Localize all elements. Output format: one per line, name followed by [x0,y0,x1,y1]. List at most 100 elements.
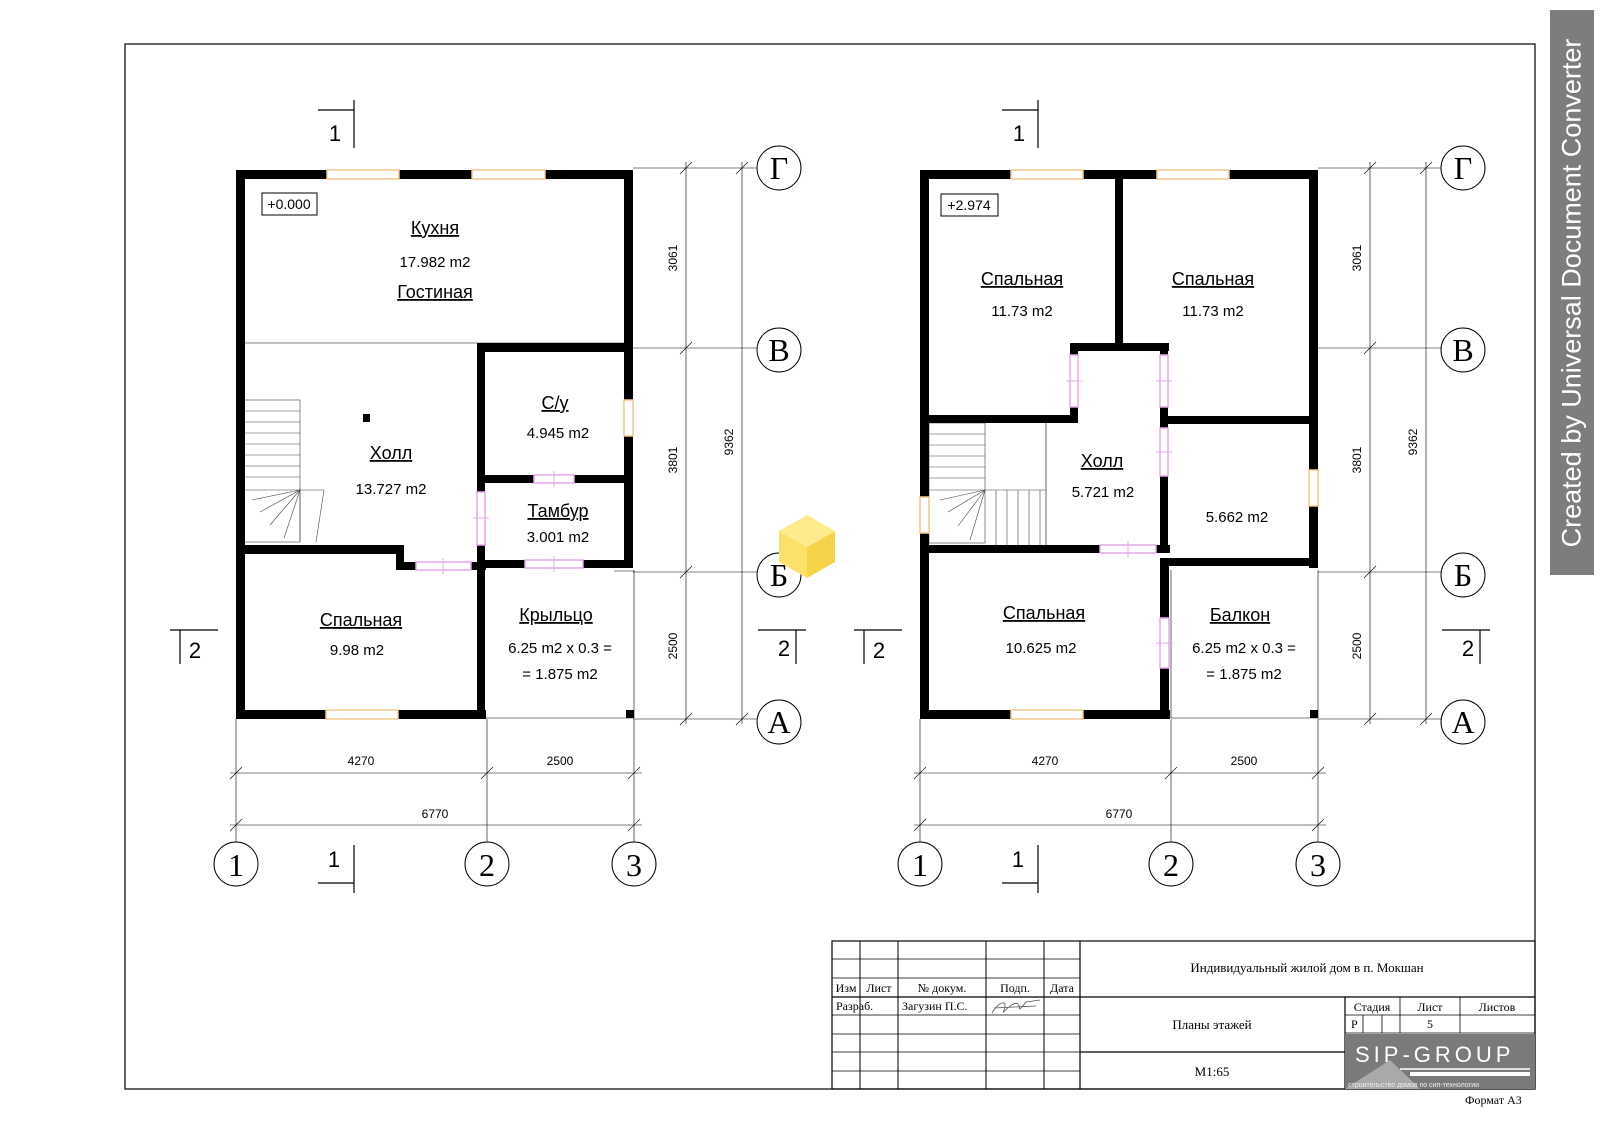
dim-4270: 4270 [348,754,375,768]
signature-icon [991,999,1041,1014]
room-area-unnamed: 5.662 m2 [1206,509,1269,526]
dim-2500-horizontal: 2500 [547,754,574,768]
dim-3061: 3061 [666,244,680,271]
sip-group-logo: SIP-GROUP строительство домов по сип-тех… [1345,1034,1535,1089]
stage-value: Р [1351,1017,1358,1031]
floor1-section-marks [170,100,806,893]
axis2-v: В [1452,332,1473,368]
room-name-hall: Холл [370,443,412,463]
room-area-balcony: 6.25 m2 x 0.3 = [1192,640,1296,657]
floor2-section-labels: 1 1 2 2 [873,121,1474,872]
room-name-vestibule: Тамбур [527,501,588,521]
room-area-hall-2: 5.721 m2 [1072,484,1135,501]
room-area-hall: 13.727 m2 [356,481,427,498]
room-name-porch: Крыльцо [519,605,592,625]
author-name: Загузин П.С. [902,999,968,1013]
axis2-3: 3 [1310,847,1326,883]
axis-b: Б [770,557,788,593]
floor1-windows [325,169,634,720]
dim2-9362: 9362 [1406,428,1420,455]
floor2-stairs [928,422,1046,545]
watermark: Created by Universal Document Converter [1550,10,1594,575]
room-name-balcony: Балкон [1210,605,1270,625]
dim-2500-vertical: 2500 [666,632,680,659]
axis2-2: 2 [1163,847,1179,883]
floor2-dimensions [913,161,1441,842]
axis-1: 1 [228,847,244,883]
floor2-thin-lines [1045,420,1319,719]
dim-3801: 3801 [666,446,680,473]
watermark-text: Created by Universal Document Converter [1556,38,1587,547]
floor2-room-labels: Спальная 11.73 m2 Спальная 11.73 m2 Холл… [981,269,1296,683]
axis2-g: Г [1454,150,1473,186]
floor1-stairs [243,399,325,543]
axis2-a: А [1451,704,1474,740]
section-1-bottom: 1 [328,847,340,872]
room-name-bedroom-1: Спальная [981,269,1063,289]
axis-v: В [768,332,789,368]
room-name-bedroom: Спальная [320,610,402,630]
logo-text: SIP-GROUP [1355,1042,1514,1067]
title-block [831,940,1536,1090]
room-area-bedroom-3: 10.625 m2 [1006,640,1077,657]
room-area-bedroom-1: 11.73 m2 [991,303,1052,320]
floor-plan-1: +0.000 Кухня 17.982 m2 Гостиная Холл 13.… [170,100,806,893]
header-sign: Подп. [1000,981,1030,995]
axis-2: 2 [479,847,495,883]
header-doc: № докум. [918,981,967,995]
section2-1-bottom: 1 [1012,847,1024,872]
axis2-1: 1 [912,847,928,883]
dim-9362: 9362 [722,428,736,455]
section-1-top: 1 [329,121,341,146]
dim2-3801: 3801 [1350,446,1364,473]
room-area-porch-2: = 1.875 m2 [522,666,597,683]
sheet-frame [124,43,1536,1090]
axis2-b: Б [1454,557,1472,593]
sheets-label: Листов [1479,1000,1516,1014]
floor2-axis-bubbles [897,145,1486,887]
sheet-number: 5 [1427,1017,1433,1031]
title-block-text: Изм Лист № докум. Подп. Дата Разраб. Заг… [836,960,1516,1079]
floor1-dimensions [229,161,757,842]
axis-3: 3 [626,847,642,883]
section2-1-top: 1 [1013,121,1025,146]
header-izm: Изм [836,981,857,995]
dim2-4270: 4270 [1032,754,1059,768]
section-2-right: 2 [778,636,790,661]
floor2-level-box [940,193,999,217]
floor1-axis-labels: Г В Б А 1 2 3 [228,150,791,883]
section2-2-left: 2 [873,638,885,663]
room-area-porch: 6.25 m2 x 0.3 = [508,640,612,657]
format-label: Формат А3 [1465,1093,1522,1107]
floor2-level-mark: +2.974 [947,197,990,213]
stage-label: Стадия [1354,1000,1391,1014]
floor1-room-labels: Кухня 17.982 m2 Гостиная Холл 13.727 m2 … [320,218,612,683]
room-name-living: Гостиная [397,282,473,302]
floor1-section-labels: 1 1 2 2 [189,121,790,872]
dim-6770: 6770 [422,807,449,821]
scale: М1:65 [1195,1064,1230,1079]
room-area-bedroom-2: 11.73 m2 [1182,303,1243,320]
dim2-2500-horizontal: 2500 [1231,754,1258,768]
section2-2-right: 2 [1462,636,1474,661]
role-developer: Разраб. [836,999,873,1013]
room-name-wc: С/у [542,393,569,413]
room-name-bedroom-2: Спальная [1172,269,1254,289]
project-title: Индивидуальный жилой дом в п. Мокшан [1190,960,1423,975]
room-name-hall-2: Холл [1081,451,1123,471]
room-area-wc: 4.945 m2 [527,425,590,442]
floor-plan-2: +2.974 Спальная 11.73 m2 Спальная 11.73 … [854,100,1490,893]
header-date: Дата [1050,981,1075,995]
axis-a: А [767,704,790,740]
cube-icon [779,515,835,578]
room-name-bedroom-3: Спальная [1003,603,1085,623]
floor1-dimension-labels: 3061 3801 2500 9362 4270 2500 6770 [348,244,736,821]
floor1-level-mark: +0.000 [267,196,310,212]
floor1-axis-bubbles [213,145,802,887]
room-area-kitchen: 17.982 m2 [400,254,471,271]
axis-g: Г [770,150,789,186]
floor2-section-marks [854,100,1490,893]
floor2-windows [919,169,1319,720]
room-name-kitchen: Кухня [411,218,459,238]
room-area-bedroom: 9.98 m2 [330,642,384,659]
